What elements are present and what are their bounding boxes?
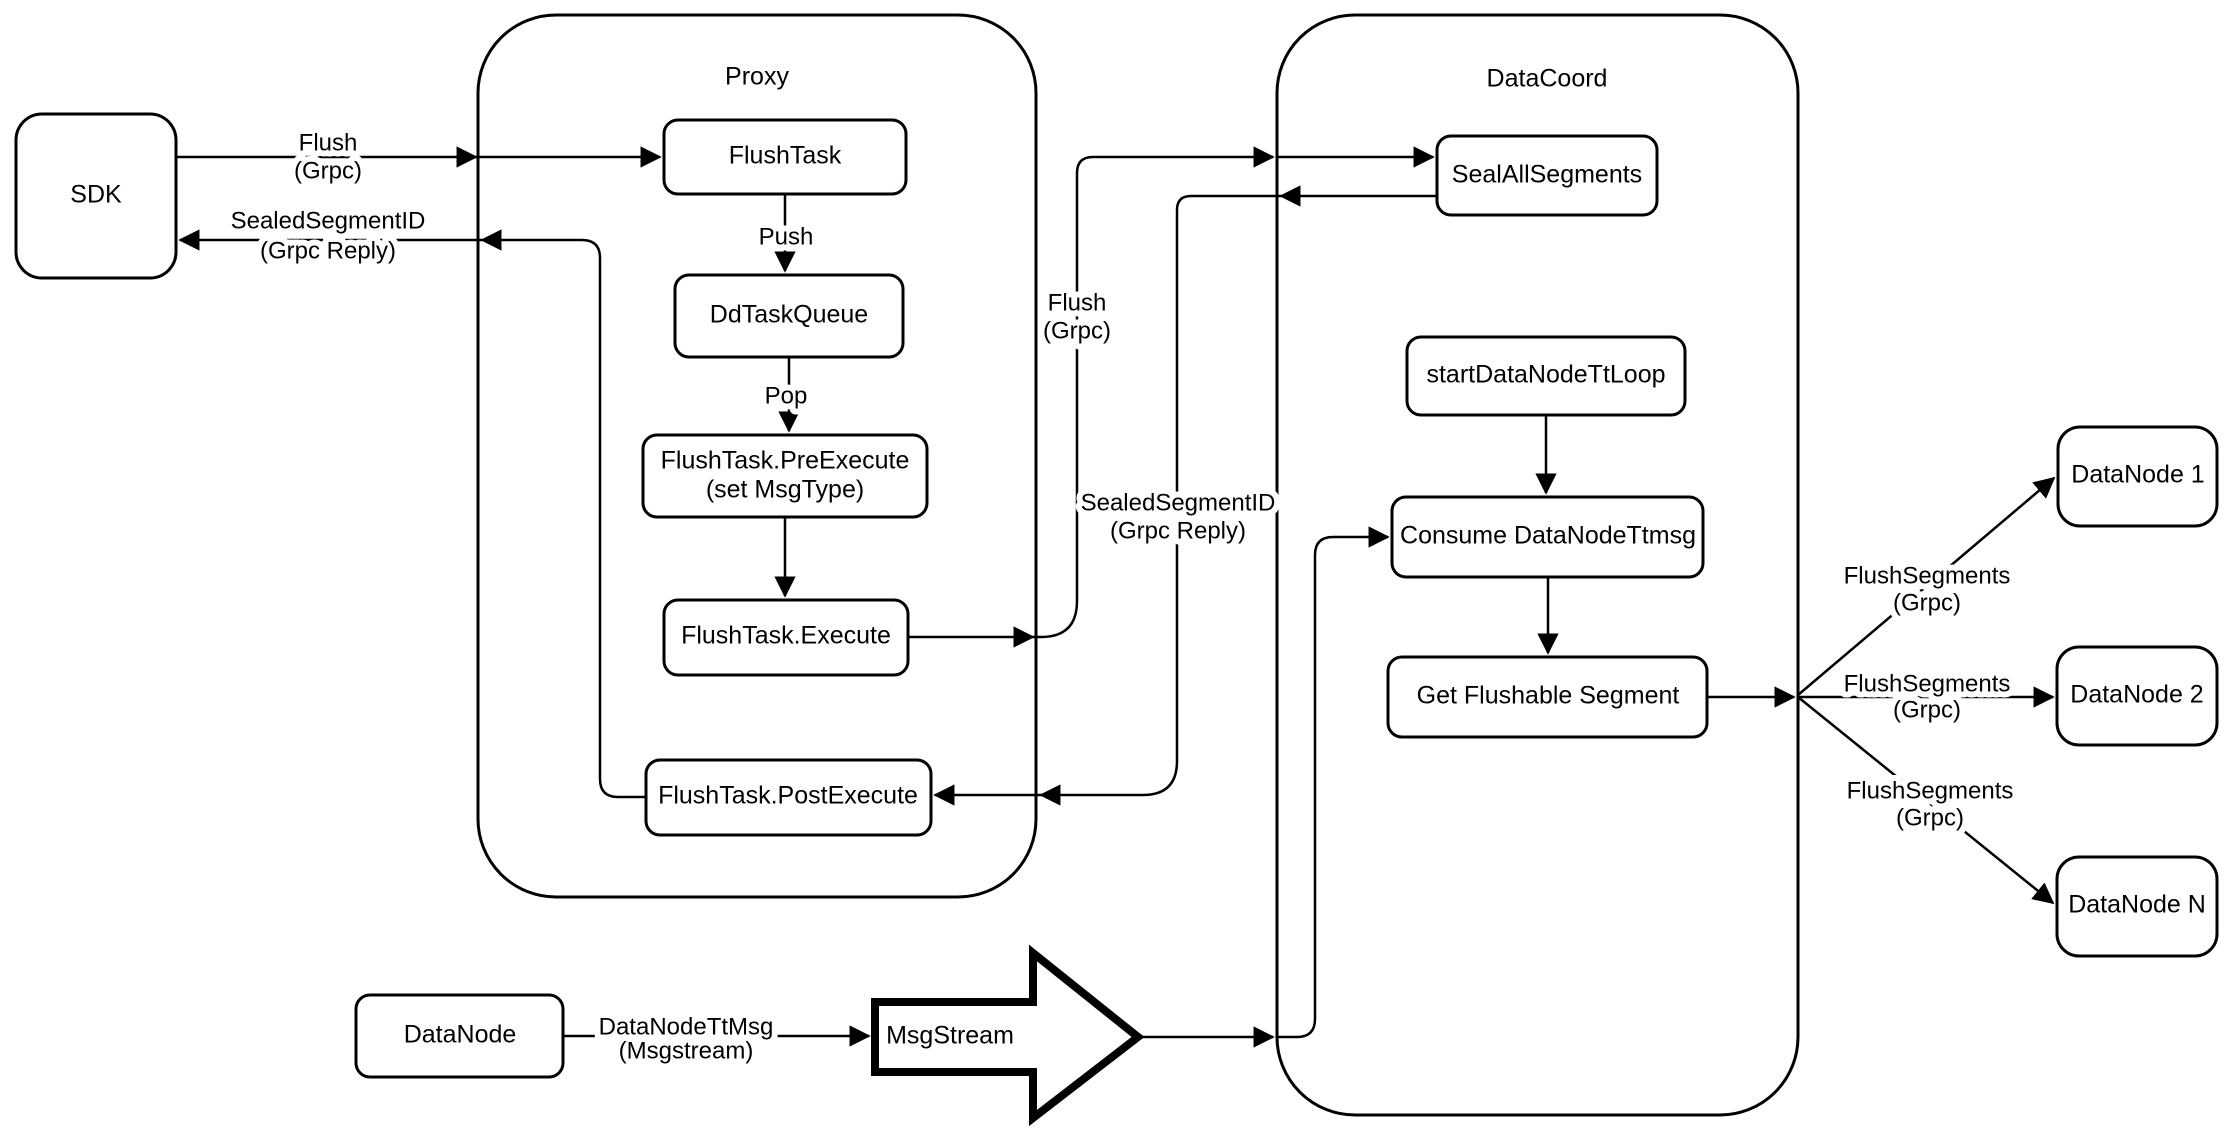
node-execute-label: FlushTask.Execute (681, 622, 891, 650)
edge-label-sealedsegmentid-mid-line2: (Grpc Reply) (1110, 517, 1246, 544)
node-ddtaskqueue-label: DdTaskQueue (710, 301, 868, 329)
msgstream-arrow-shape (871, 944, 1145, 1127)
edge-reply-riser-to-proxy-edge (1039, 194, 1281, 806)
node-postexecute-label: FlushTask.PostExecute (658, 782, 918, 810)
datacoord-container-title: DataCoord (1487, 65, 1608, 93)
edge-label-flushsegments-2-line2: (Grpc) (1893, 696, 1961, 723)
proxy-container-title: Proxy (725, 63, 789, 91)
edge-label-flushsegments-2-line1: FlushSegments (1844, 670, 2011, 697)
node-datanode-n-label: DataNode N (2068, 891, 2206, 919)
edge-label-flushsegments-3-line2: (Grpc) (1896, 804, 1964, 831)
edge-label-sealedsegmentid-sdk-line2: (Grpc Reply) (260, 237, 396, 264)
node-datanode-n (2055, 855, 2219, 958)
node-get-flushable-segment-label: Get Flushable Segment (1417, 682, 1680, 710)
edge-label-datanodettmsg-line1: DataNodeTtMsg (599, 1013, 774, 1040)
node-datanode-2-label: DataNode 2 (2070, 681, 2203, 709)
msgstream-label: MsgStream (886, 1022, 1014, 1050)
node-flushtask-label: FlushTask (729, 142, 842, 170)
node-datanode-1-label: DataNode 1 (2071, 461, 2204, 489)
node-sdk (14, 112, 178, 280)
node-startdatanodettloop (1405, 335, 1687, 417)
node-sdk-label: SDK (70, 181, 122, 209)
node-flushtask-execute (662, 598, 910, 677)
edge-msgstream-riser-to-consume (1277, 526, 1390, 1039)
edge-label-sealedsegmentid-mid-line1: SealedSegmentID (1081, 489, 1276, 516)
edge-postexecute-to-proxy-edge (480, 229, 646, 799)
edge-fanout-datanoden (1797, 696, 2055, 905)
node-datanode-1 (2056, 425, 2219, 528)
node-flushtask (662, 118, 908, 196)
node-datanode-2 (2055, 645, 2219, 747)
edge-label-pop: Pop (765, 382, 808, 409)
node-ddtaskqueue (673, 273, 905, 359)
node-sealallsegments (1435, 134, 1659, 217)
edge-label-flushsegments-1-line2: (Grpc) (1893, 589, 1961, 616)
edge-fanout-datanode1 (1797, 476, 2056, 696)
edge-label-push: Push (759, 223, 814, 250)
node-consume-datanodettmsg (1390, 495, 1705, 579)
edge-label-flush-sdk-line2: (Grpc) (294, 157, 362, 184)
node-get-flushable-segment (1386, 655, 1709, 739)
edge-label-flushsegments-3-line1: FlushSegments (1847, 777, 2014, 804)
edge-label-flush-mid-line1: Flush (1048, 289, 1107, 316)
edge-label-sealedsegmentid-sdk-line1: SealedSegmentID (231, 207, 426, 234)
edge-label-flushsegments-1-line1: FlushSegments (1844, 562, 2011, 589)
node-sealallsegments-label: SealAllSegments (1452, 161, 1642, 189)
node-datanode-bottom (354, 993, 565, 1079)
node-startdatanodettloop-label: startDataNodeTtLoop (1426, 361, 1665, 389)
edge-label-datanodettmsg-line2: (Msgstream) (619, 1037, 754, 1064)
node-datanode-bottom-label: DataNode (404, 1021, 517, 1049)
edge-label-flush-mid-line2: (Grpc) (1043, 317, 1111, 344)
node-preexecute-label-line2: (set MsgType) (706, 476, 864, 504)
node-preexecute-label-line1: FlushTask.PreExecute (661, 447, 910, 475)
edge-flush-riser-to-datacoord-edge (1033, 146, 1275, 639)
node-consume-datanodettmsg-label: Consume DataNodeTtmsg (1400, 522, 1696, 550)
edge-label-flush-sdk-line1: Flush (299, 129, 358, 156)
node-flushtask-preexecute (641, 433, 929, 519)
node-flushtask-postexecute (644, 758, 933, 837)
